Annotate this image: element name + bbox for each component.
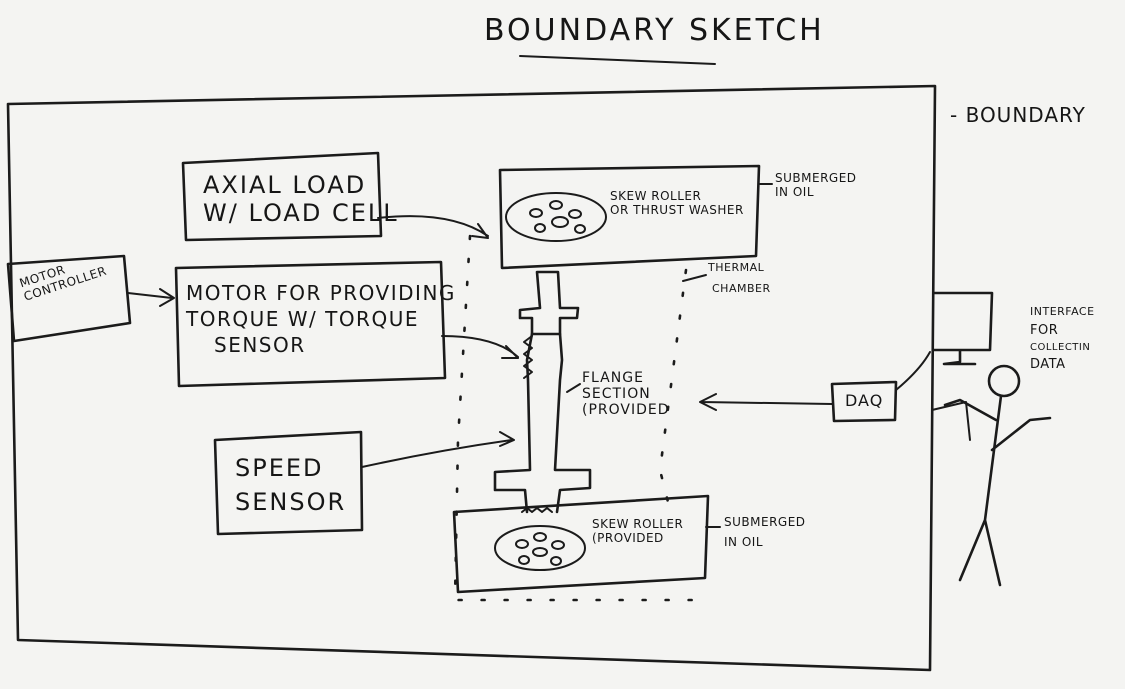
flange-line2: SECTION	[582, 386, 670, 402]
top-roller-line1: SKEW ROLLER	[610, 190, 744, 204]
bottom-roller-bores	[516, 533, 564, 565]
motor-line3: SENSOR	[186, 332, 456, 358]
bottom-roller-line1: SKEW ROLLER	[592, 518, 683, 532]
speed-sensor-arrow	[362, 432, 514, 467]
daq-arrow	[700, 394, 832, 410]
motor-line1: MOTOR FOR PROVIDING	[186, 280, 456, 306]
top-submerged-line1: SUBMERGED	[775, 172, 857, 186]
top-roller-line2: OR THRUST WASHER	[610, 204, 744, 218]
thermal-chamber-line1: THERMAL	[708, 262, 771, 275]
bottom-submerged-label: SUBMERGED IN OIL	[724, 516, 806, 550]
laptop	[932, 402, 970, 440]
speed-sensor-line2: SENSOR	[235, 486, 346, 520]
interface-line1: INTERFACE	[1030, 304, 1095, 321]
flange-shaft	[520, 272, 578, 334]
daq-label: DAQ	[845, 392, 883, 410]
computer-monitor	[934, 293, 992, 364]
daq-cable	[896, 352, 930, 390]
motor-controller-arrow	[128, 289, 174, 306]
flange-leader	[567, 384, 580, 392]
person-figure	[945, 366, 1050, 585]
thermal-leader	[683, 275, 706, 281]
motor-label: MOTOR FOR PROVIDING TORQUE W/ TORQUE SEN…	[186, 280, 456, 358]
flange-label: FLANGE SECTION (PROVIDED	[582, 370, 670, 418]
speed-sensor-line1: SPEED	[235, 452, 346, 486]
axial-load-line1: AXIAL LOAD	[203, 172, 399, 200]
flange-line1: FLANGE	[582, 370, 670, 386]
top-roller-bores	[530, 201, 585, 233]
page-title: BOUNDARY SKETCH	[484, 14, 825, 49]
interface-line3: COLLECTIN	[1030, 340, 1095, 355]
thermal-chamber-line2: CHAMBER	[708, 283, 771, 296]
top-submerged-line2: IN OIL	[775, 186, 857, 200]
interface-line4: DATA	[1030, 355, 1095, 375]
flange-body	[495, 334, 590, 512]
thermal-chamber-label: THERMAL CHAMBER	[708, 262, 771, 295]
motor-line2: TORQUE W/ TORQUE	[186, 306, 456, 332]
speed-sensor-label: SPEED SENSOR	[235, 452, 346, 519]
interface-line2: FOR	[1030, 321, 1095, 341]
axial-load-label: AXIAL LOAD W/ LOAD CELL	[203, 172, 399, 227]
top-submerged-label: SUBMERGED IN OIL	[775, 172, 857, 200]
title-underline	[520, 56, 715, 64]
interface-label: INTERFACE FOR COLLECTIN DATA	[1030, 304, 1095, 375]
bottom-submerged-line2: IN OIL	[724, 536, 806, 550]
bottom-roller-label: SKEW ROLLER (PROVIDED	[592, 518, 683, 546]
boundary-label: - BOUNDARY	[950, 104, 1086, 127]
flange-line3: (PROVIDED	[582, 402, 670, 418]
top-roller-label: SKEW ROLLER OR THRUST WASHER	[610, 190, 744, 218]
axial-load-line2: W/ LOAD CELL	[203, 200, 399, 228]
bottom-submerged-line1: SUBMERGED	[724, 516, 806, 530]
bottom-roller-line2: (PROVIDED	[592, 532, 683, 546]
